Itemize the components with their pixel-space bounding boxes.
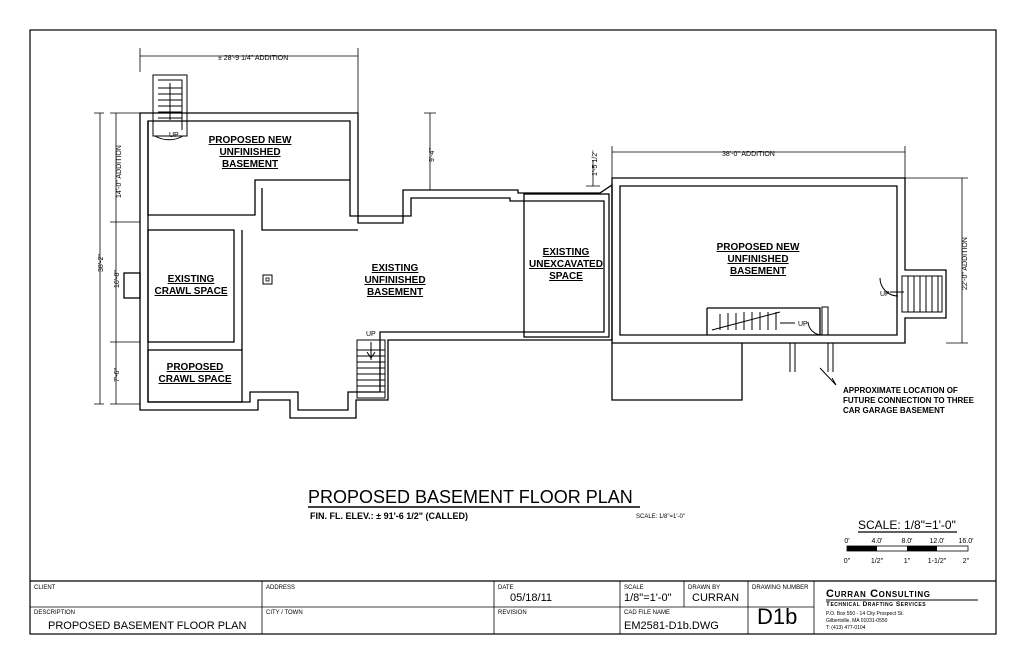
tb-address-label: ADDRESS xyxy=(266,585,295,591)
room-new-right-line2: UNFINISHED xyxy=(727,254,788,265)
firm-sub: Technical Drafting Services xyxy=(826,601,926,608)
firm-phone: T: (413) 477-0104 xyxy=(826,625,866,631)
firm-addr1: P.O. Box 550 - 14 City Prospect St. xyxy=(826,611,904,617)
room-new-top-line3: BASEMENT xyxy=(222,159,278,170)
stair-center xyxy=(356,339,386,399)
title-block-text: CLIENT ADDRESS DATE 05/18/11 SCALE 1/8"=… xyxy=(34,585,978,632)
scale-tick-bottom-1: 1/2" xyxy=(871,558,884,565)
scale-bar: SCALE: 1/8"=1'-0" 0' 4.0' 8.0' 12.0' 16.… xyxy=(844,518,974,565)
room-new-top-line1: PROPOSED NEW xyxy=(209,135,292,146)
room-unexcavated-line1: EXISTING xyxy=(543,247,590,258)
room-existing-line3: BASEMENT xyxy=(367,287,423,298)
room-unexcavated-line3: SPACE xyxy=(549,271,583,282)
stair-up-label-4: UP xyxy=(880,291,890,298)
tb-drawn-by-value: CURRAN xyxy=(692,592,739,604)
dim-overall-left: 38'-2" xyxy=(98,254,105,272)
tb-date-label: DATE xyxy=(498,585,514,591)
tb-drawing-number-value: D1b xyxy=(757,604,797,629)
note-line1: APPROXIMATE LOCATION OF xyxy=(843,386,958,395)
tb-cad-label: CAD FILE NAME xyxy=(624,610,670,616)
sheet-border xyxy=(29,29,997,635)
room-existing-line2: UNFINISHED xyxy=(364,275,425,286)
room-new-top-line2: UNFINISHED xyxy=(219,147,280,158)
tb-description-value: PROPOSED BASEMENT FLOOR PLAN xyxy=(48,620,247,632)
scale-tick-top-3: 12.0' xyxy=(930,538,945,545)
scale-tick-bottom-2: 1" xyxy=(904,558,911,565)
scale-tick-top-4: 16.0' xyxy=(959,538,974,545)
column-marker xyxy=(262,274,273,285)
room-proposed-crawl-line1: PROPOSED xyxy=(167,362,224,373)
stair-up-label-2: UP xyxy=(366,331,376,338)
room-new-right-line1: PROPOSED NEW xyxy=(717,242,800,253)
scale-tick-bottom-3: 1-1/2" xyxy=(928,558,947,565)
title-block xyxy=(30,580,996,634)
room-existing-line1: EXISTING xyxy=(372,263,419,274)
dim-left-mid: 16'-8" xyxy=(114,270,121,288)
stair-up-label-1: UP xyxy=(169,132,179,139)
scale-tick-top-0: 0' xyxy=(844,538,849,545)
dim-right-addition: 38'-0" ADDITION xyxy=(722,151,775,158)
dimension-lines xyxy=(94,48,968,405)
dim-step-down: 9'-4" xyxy=(429,148,436,162)
garage-note: APPROXIMATE LOCATION OF FUTURE CONNECTIO… xyxy=(843,386,975,415)
room-crawl-line1: EXISTING xyxy=(168,274,215,285)
tb-cad-value: EM2581-D1b.DWG xyxy=(624,620,719,632)
stair-right xyxy=(711,306,829,336)
garage-connection xyxy=(789,343,837,386)
stair-top-left xyxy=(152,74,188,141)
tb-drawn-by-label: DRAWN BY xyxy=(688,585,720,591)
tb-description-label: DESCRIPTION xyxy=(34,610,75,616)
dim-left-addition: 14'-0" ADDITION xyxy=(116,145,123,198)
tb-revision-label: REVISION xyxy=(498,610,527,616)
tb-client-label: CLIENT xyxy=(34,585,56,591)
tb-drawing-number-label: DRAWING NUMBER xyxy=(752,585,809,591)
tb-scale-label: SCALE xyxy=(624,585,644,591)
plan-elevation: FIN. FL. ELEV.: ± 91'-6 1/2" (CALLED) xyxy=(310,511,468,521)
tb-city-label: CITY / TOWN xyxy=(266,610,303,616)
firm-addr2: Gilbertville, MA 01031-0550 xyxy=(826,618,888,624)
dim-small-offset: 1'-5 1/2" xyxy=(592,150,599,176)
scale-tick-top-1: 4.0' xyxy=(871,538,882,545)
note-line3: CAR GARAGE BASEMENT xyxy=(843,406,945,415)
dim-left-bottom: 7'-6" xyxy=(114,368,121,382)
plan-title: PROPOSED BASEMENT FLOOR PLAN xyxy=(308,487,633,507)
building-outline xyxy=(123,112,947,419)
scale-bar-title: SCALE: 1/8"=1'-0" xyxy=(858,518,956,532)
dim-top-addition: ± 28'-9 1/4" ADDITION xyxy=(218,55,288,62)
scale-tick-bottom-0: 0" xyxy=(844,558,851,565)
plan-scale-small: SCALE: 1/8"=1'-0" xyxy=(636,514,685,520)
firm-name: Curran Consulting xyxy=(826,588,931,600)
dim-right-side: 22'-0" ADDITION xyxy=(962,237,969,290)
scale-tick-bottom-4: 2" xyxy=(963,558,970,565)
tb-date-value: 05/18/11 xyxy=(510,592,552,604)
note-line2: FUTURE CONNECTION TO THREE xyxy=(843,396,975,405)
room-new-right-line3: BASEMENT xyxy=(730,266,786,277)
room-crawl-line2: CRAWL SPACE xyxy=(155,286,228,297)
room-proposed-crawl-line2: CRAWL SPACE xyxy=(159,374,232,385)
stair-up-label-3: UP xyxy=(798,321,808,328)
stair-far-right xyxy=(879,275,943,313)
tb-scale-value: 1/8"=1'-0" xyxy=(624,592,672,604)
room-labels: PROPOSED NEW UNFINISHED BASEMENT EXISTIN… xyxy=(155,135,800,385)
scale-tick-top-2: 8.0' xyxy=(901,538,912,545)
room-unexcavated-line2: UNEXCAVATED xyxy=(529,259,603,270)
